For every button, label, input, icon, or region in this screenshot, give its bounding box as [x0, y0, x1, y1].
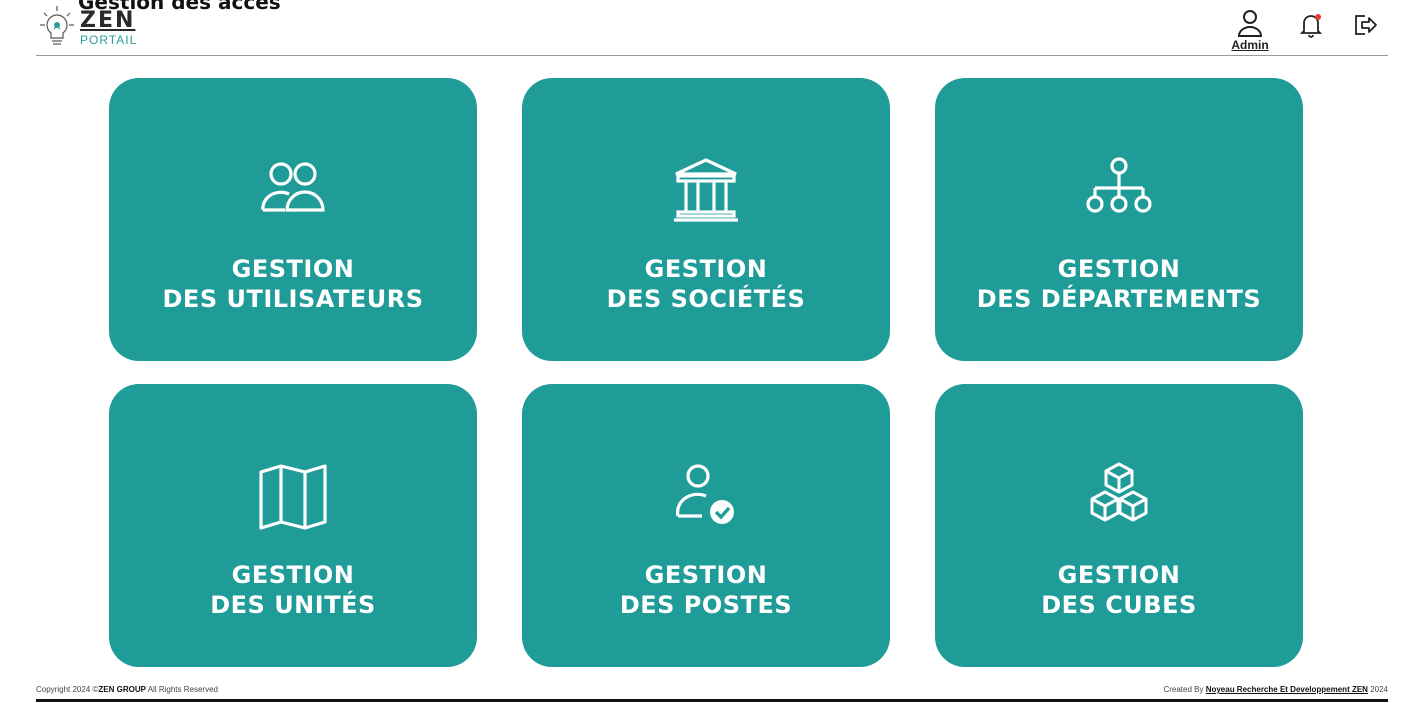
card-users-line1: GESTION	[231, 255, 355, 283]
footer-copyright-prefix: Copyright 2024 ©	[36, 685, 99, 694]
card-positions-line1: GESTION	[644, 561, 768, 589]
user-menu-button[interactable]: Admin	[1228, 8, 1272, 52]
bell-icon	[1299, 14, 1323, 38]
header-actions: Admin	[1228, 8, 1380, 54]
card-departments[interactable]: GESTION DES DÉPARTEMENTS	[935, 78, 1303, 361]
users-icon	[253, 150, 333, 230]
logo-subtitle: PORTAIL	[80, 33, 138, 47]
card-cubes-line2: DES CUBES	[1041, 591, 1197, 619]
map-icon	[253, 456, 333, 536]
building-icon	[666, 150, 746, 230]
logo-name: ZEN	[80, 8, 136, 33]
card-departments-line2: DES DÉPARTEMENTS	[976, 285, 1262, 313]
lightbulb-logo-icon	[40, 6, 74, 45]
top-header: ZEN PORTAIL Admin	[36, 0, 1388, 56]
page-heading: Gestion des accès	[78, 0, 281, 14]
notifications-button[interactable]	[1296, 10, 1326, 40]
card-units[interactable]: GESTION DES UNITÉS	[109, 384, 477, 667]
card-positions[interactable]: GESTION DES POSTES	[522, 384, 890, 667]
card-positions-line2: DES POSTES	[619, 591, 793, 619]
footer-copyright: Copyright 2024 ©ZEN GROUP All Rights Res…	[36, 685, 218, 694]
management-grid: GESTION DES UTILISATEURS GESTION	[109, 78, 1303, 667]
card-companies[interactable]: GESTION DES SOCIÉTÉS	[522, 78, 890, 361]
footer-credits: Created By Noyeau Recherche Et Developpe…	[1163, 685, 1388, 694]
cubes-icon	[1079, 456, 1159, 536]
card-units-line2: DES UNITÉS	[210, 591, 376, 619]
footer-credits-prefix: Created By	[1163, 685, 1206, 694]
org-chart-icon	[1079, 150, 1159, 230]
card-companies-line2: DES SOCIÉTÉS	[606, 285, 806, 313]
logout-button[interactable]	[1350, 10, 1380, 40]
user-icon	[1237, 10, 1263, 37]
card-cubes[interactable]: GESTION DES CUBES	[935, 384, 1303, 667]
footer-copyright-suffix: All Rights Reserved	[145, 685, 218, 694]
card-cubes-line1: GESTION	[1057, 561, 1181, 589]
card-units-line1: GESTION	[231, 561, 355, 589]
user-check-icon	[666, 456, 746, 536]
logout-icon	[1355, 15, 1377, 35]
card-companies-line1: GESTION	[644, 255, 768, 283]
footer-credits-suffix: 2024	[1367, 685, 1388, 694]
card-users[interactable]: GESTION DES UTILISATEURS	[109, 78, 477, 361]
card-users-line2: DES UTILISATEURS	[162, 285, 424, 313]
footer-credits-link[interactable]: Noyeau Recherche Et Developpement ZEN	[1205, 685, 1368, 694]
user-label: Admin	[1231, 38, 1269, 52]
footer-brand: ZEN GROUP	[98, 685, 146, 694]
logo[interactable]: ZEN PORTAIL	[36, 2, 137, 54]
footer: Copyright 2024 ©ZEN GROUP All Rights Res…	[36, 680, 1388, 702]
card-departments-line1: GESTION	[1057, 255, 1181, 283]
